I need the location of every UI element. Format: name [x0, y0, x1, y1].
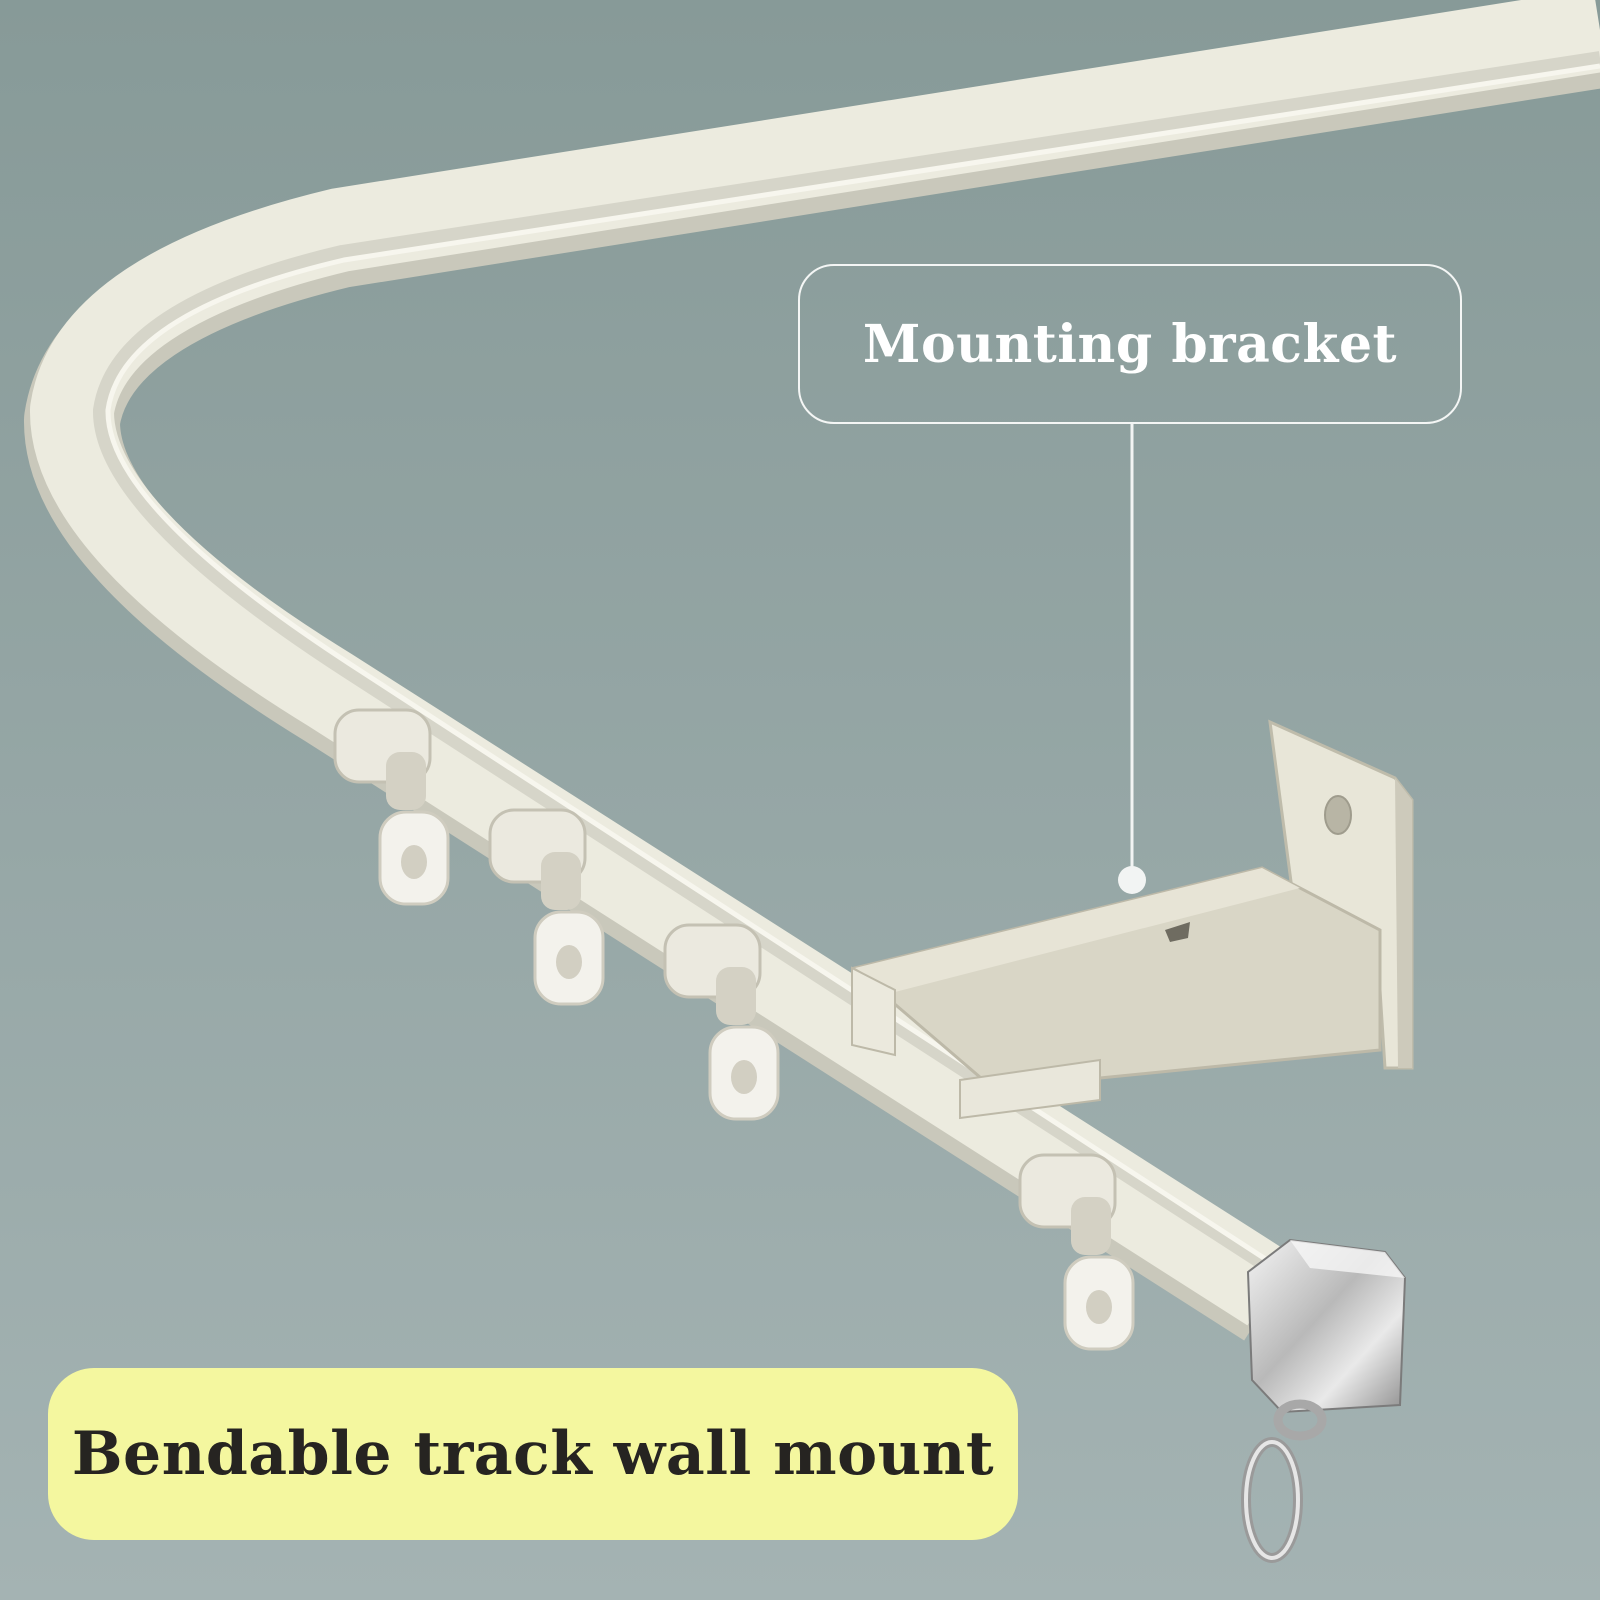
- wall-bracket-icon: [851, 719, 1414, 1120]
- mounting-bracket-callout: Mounting bracket: [798, 264, 1462, 424]
- track-end-cap-icon: [1246, 1238, 1407, 1414]
- callout-leader: [1118, 424, 1146, 894]
- callout-label: Mounting bracket: [862, 313, 1398, 375]
- caption-label: Bendable track wall mount: [71, 1419, 995, 1489]
- caption-badge: Bendable track wall mount: [48, 1368, 1018, 1540]
- curtain-track-icon: [24, 0, 1600, 1341]
- curtain-runner-icon: [333, 708, 1135, 1351]
- curtain-hook-icon: [1241, 1399, 1327, 1563]
